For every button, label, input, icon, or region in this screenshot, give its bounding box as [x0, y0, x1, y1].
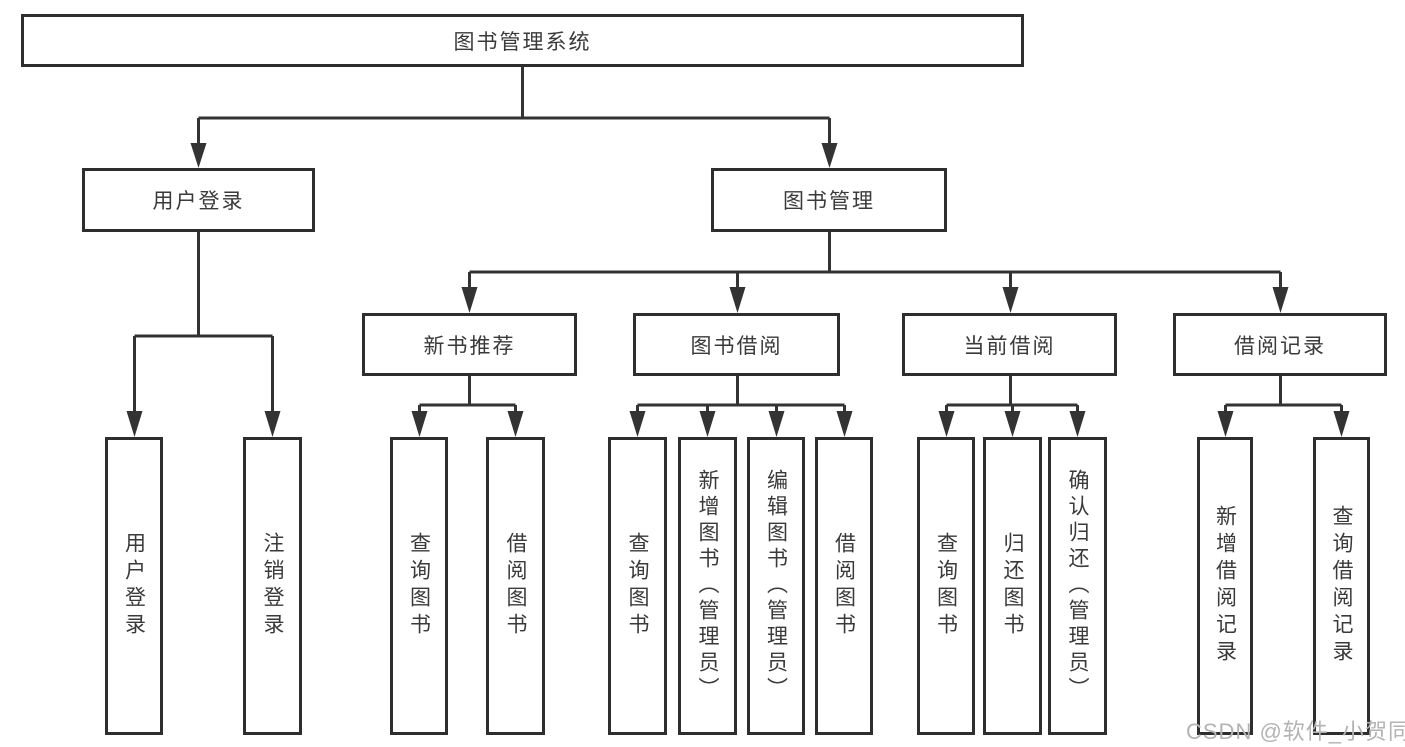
arrowhead-down-icon	[938, 411, 955, 437]
connector-newbook-to-leaves	[418, 376, 517, 412]
node-label: 借阅记录	[1234, 334, 1326, 358]
leaf-query-books: 查询图书	[917, 437, 975, 735]
leaf-label: 查询图书	[934, 532, 958, 640]
arrowhead-down-icon	[411, 411, 428, 437]
arrowhead-down-icon	[1333, 411, 1350, 437]
arrowhead-down-icon	[1217, 411, 1234, 437]
arrowhead-down-icon	[264, 411, 281, 437]
node-label: 图书管理系统	[453, 30, 592, 54]
arrowhead-down-icon	[461, 287, 478, 313]
leaf-label: 查询借阅记录	[1330, 505, 1353, 667]
arrowhead-down-icon	[1002, 287, 1019, 313]
connector-bookmgmt-to-level3	[468, 232, 1282, 288]
node-root-system: 图书管理系统	[21, 14, 1024, 67]
leaf-label: 新增图书（管理员）	[696, 469, 719, 703]
leaf-query-books: 查询图书	[608, 437, 667, 735]
connector-userlogin-to-leaves	[133, 232, 274, 412]
connector-root-to-level2	[197, 67, 831, 144]
leaf-label: 查询图书	[407, 532, 431, 640]
leaf-logout: 注销登录	[243, 437, 302, 735]
leaf-label: 新增借阅记录	[1213, 505, 1237, 667]
arrowhead-down-icon	[1004, 411, 1021, 437]
connector-currentborrow-to-leaves	[945, 376, 1079, 412]
arrowhead-down-icon	[699, 411, 716, 437]
leaf-label: 用户登录	[122, 532, 146, 640]
connector-bookborrow-to-leaves	[636, 376, 846, 412]
node-new-book-recommendation: 新书推荐	[362, 313, 577, 376]
node-borrowing-records: 借阅记录	[1173, 313, 1387, 376]
arrowhead-down-icon	[126, 411, 143, 437]
leaf-query-books: 查询图书	[390, 437, 448, 735]
leaf-borrow-books: 借阅图书	[815, 437, 873, 735]
node-current-borrowing: 当前借阅	[902, 313, 1117, 376]
arrowhead-down-icon	[507, 411, 524, 437]
node-label: 新书推荐	[423, 334, 516, 358]
leaf-label: 归还图书	[1001, 532, 1024, 640]
leaf-add-borrow-record: 新增借阅记录	[1197, 437, 1253, 735]
leaf-label: 注销登录	[261, 532, 284, 640]
leaf-return-books: 归还图书	[983, 437, 1042, 735]
leaf-label: 编辑图书（管理员）	[764, 469, 788, 703]
arrowhead-down-icon	[1272, 287, 1289, 313]
leaf-borrow-books: 借阅图书	[486, 437, 545, 735]
arrowhead-down-icon	[836, 411, 853, 437]
node-user-login: 用户登录	[82, 168, 315, 232]
node-book-borrowing: 图书借阅	[633, 313, 840, 376]
arrowhead-down-icon	[1069, 411, 1086, 437]
leaf-add-books-admin: 新增图书（管理员）	[678, 437, 737, 735]
node-label: 图书管理	[783, 190, 875, 213]
leaf-confirm-return-admin: 确认归还（管理员）	[1048, 437, 1107, 735]
leaf-label: 确认归还（管理员）	[1066, 469, 1089, 703]
arrowhead-down-icon	[190, 143, 207, 168]
watermark: CSDN @软件_小贺同学	[1186, 719, 1405, 744]
node-label: 当前借阅	[963, 334, 1056, 358]
leaf-label: 借阅图书	[504, 532, 527, 640]
leaf-edit-books-admin: 编辑图书（管理员）	[747, 437, 805, 735]
leaf-label: 借阅图书	[832, 532, 856, 640]
node-label: 用户登录	[152, 190, 245, 213]
node-book-management: 图书管理	[711, 168, 947, 232]
arrowhead-down-icon	[768, 411, 785, 437]
node-label: 图书借阅	[690, 334, 783, 358]
arrowhead-down-icon	[729, 287, 746, 313]
connector-borrowrecord-to-leaves	[1224, 376, 1343, 412]
leaf-label: 查询图书	[626, 532, 649, 640]
arrowhead-down-icon	[821, 143, 838, 168]
leaf-user-login: 用户登录	[105, 437, 163, 735]
arrowhead-down-icon	[629, 411, 646, 437]
leaf-query-borrow-record: 查询借阅记录	[1313, 437, 1370, 735]
